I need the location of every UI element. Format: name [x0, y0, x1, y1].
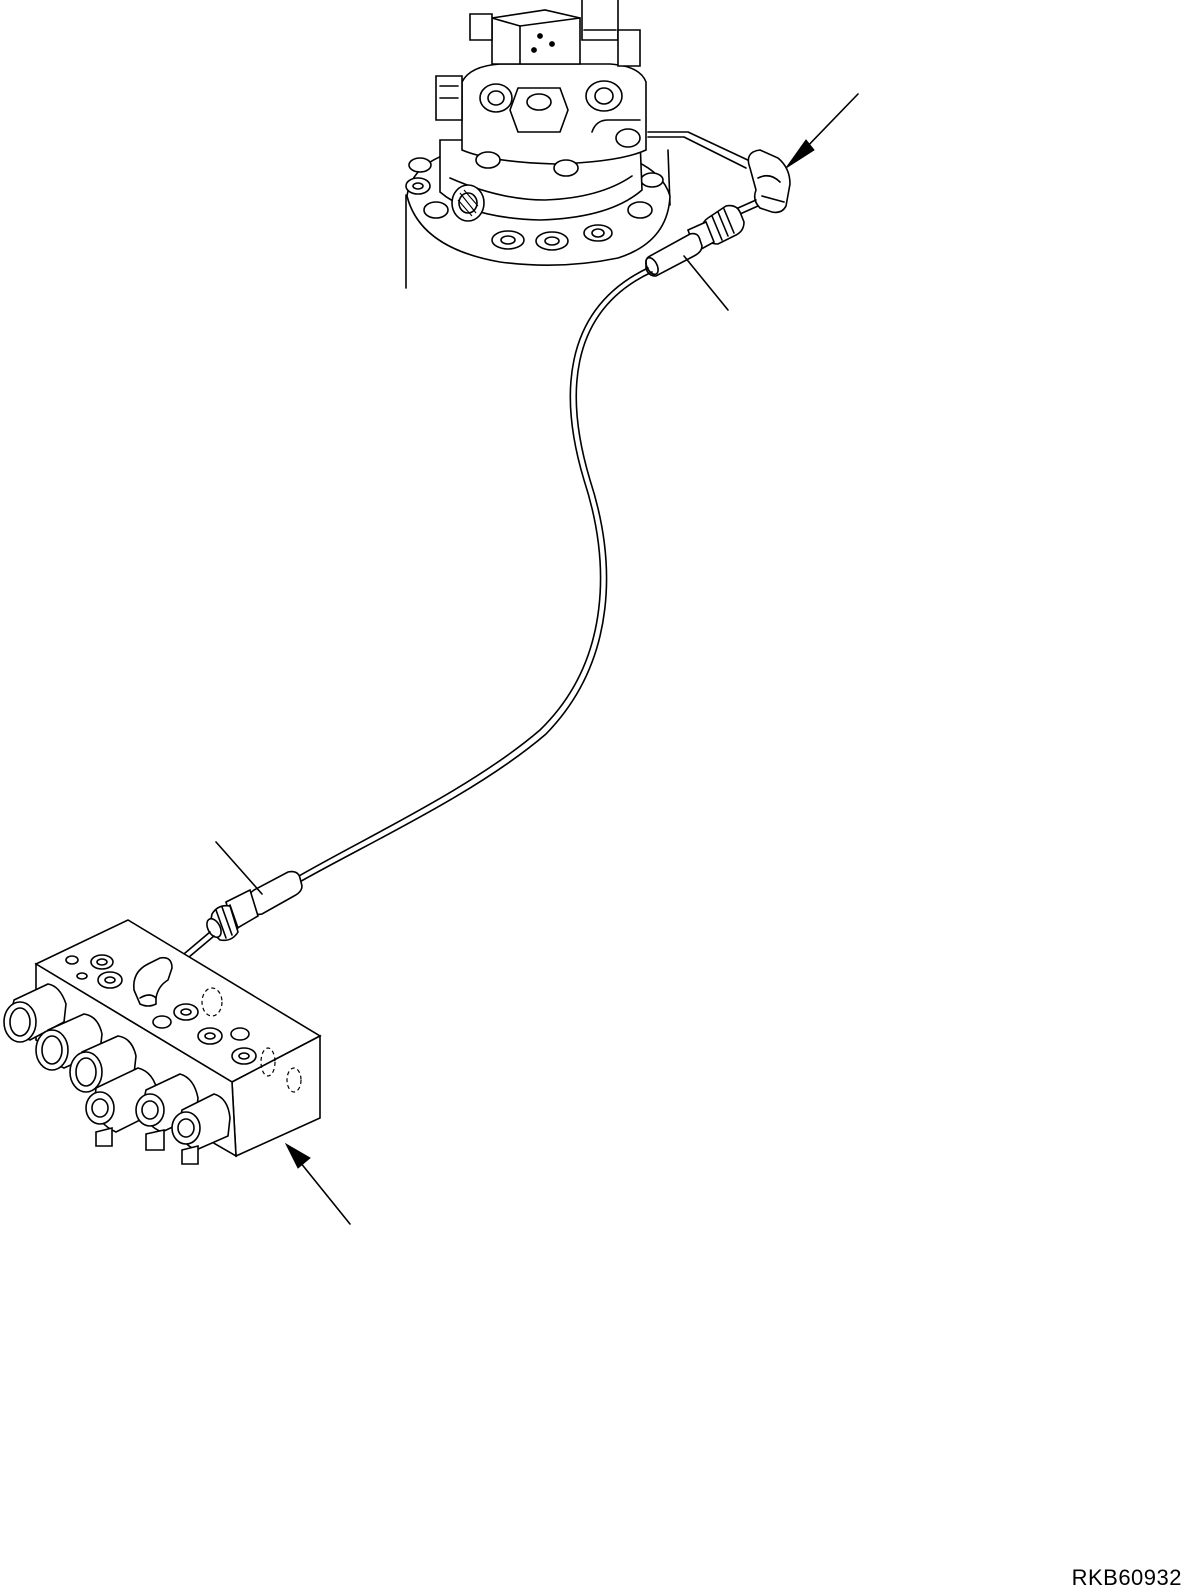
swing-motor	[405, 0, 671, 289]
upper-bolts	[475, 80, 641, 177]
flange-bolts	[405, 157, 664, 251]
solenoid-valve-block	[3, 919, 322, 1165]
block-ports	[65, 954, 302, 1093]
side-port	[451, 184, 485, 222]
leader-lines	[215, 93, 859, 1225]
motor-side-fitting	[647, 131, 791, 215]
hose	[291, 267, 653, 885]
figure-code: RKB60932	[1071, 1565, 1182, 1590]
hose-fitting-lower	[171, 870, 303, 969]
solenoid-coils	[3, 983, 231, 1165]
hose-fitting-upper	[645, 204, 745, 277]
